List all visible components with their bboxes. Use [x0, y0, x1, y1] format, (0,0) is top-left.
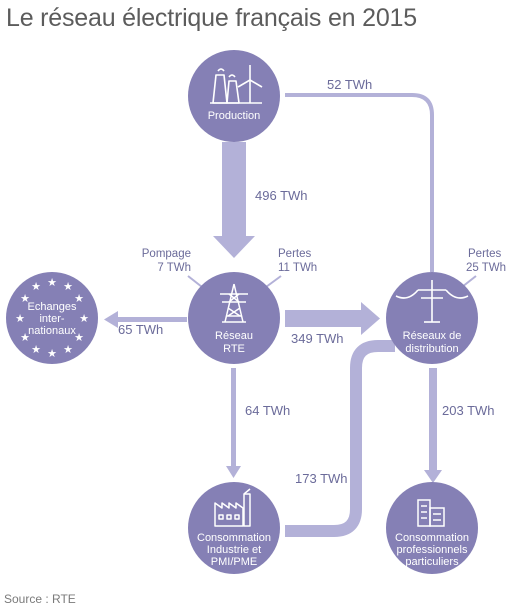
flow-rte-to-echanges	[104, 311, 187, 328]
svg-text:★: ★	[74, 293, 84, 305]
factory-icon	[214, 488, 251, 527]
node-echanges: ★ ★ ★ ★ ★ ★ ★ ★ ★ ★ ★ ★ Echanges inter- …	[6, 272, 98, 364]
flow-rte-to-industrie	[226, 368, 241, 478]
node-distribution-label-1: Réseaux de	[403, 330, 462, 342]
pylon-icon	[220, 283, 248, 323]
node-production: Production	[188, 50, 280, 142]
flow-label-production-rte: 496 TWh	[255, 188, 308, 203]
pertes-distribution-marker: Pertes 25 TWh	[461, 248, 506, 288]
node-echanges-label-2: inter-	[39, 313, 64, 325]
svg-text:★: ★	[47, 277, 57, 289]
pompage-value: 7 TWh	[157, 262, 191, 274]
node-industrie-label-3: PMI/PME	[211, 556, 257, 568]
flow-production-to-distribution	[285, 93, 434, 272]
pertes-rte-value: 11 TWh	[278, 262, 317, 274]
svg-text:★: ★	[63, 281, 73, 293]
node-industrie-label-2: Industrie et	[207, 544, 261, 556]
node-particuliers-label-1: Consommation	[395, 532, 469, 544]
flow-label-rte-echanges: 65 TWh	[118, 322, 163, 337]
node-reseau-rte: Réseau RTE	[188, 272, 280, 364]
page-title: Le réseau électrique français en 2015	[6, 4, 417, 32]
utility-pole-icon	[395, 280, 469, 323]
node-echanges-label-1: Echanges	[28, 301, 77, 313]
node-particuliers: Consommation professionnels particuliers	[386, 482, 478, 574]
node-industrie-label-1: Consommation	[197, 532, 271, 544]
svg-text:★: ★	[79, 313, 89, 325]
node-distribution-label-2: distribution	[405, 343, 458, 355]
svg-text:★: ★	[20, 332, 30, 344]
flow-label-rte-distribution: 349 TWh	[291, 331, 344, 346]
buildings-icon	[417, 499, 445, 527]
node-distribution: Réseaux de distribution	[386, 272, 478, 364]
pertes-distribution-label: Pertes	[468, 248, 501, 260]
node-industrie: Consommation Industrie et PMI/PME	[188, 482, 280, 574]
svg-text:★: ★	[31, 344, 41, 356]
flow-distribution-to-industrie	[285, 340, 395, 537]
power-plant-wind-icon	[210, 65, 263, 104]
flow-production-to-rte	[213, 142, 255, 258]
svg-text:★: ★	[15, 313, 25, 325]
flow-distribution-to-particuliers	[424, 368, 442, 483]
svg-text:★: ★	[31, 281, 41, 293]
flow-label-production-distribution: 52 TWh	[327, 77, 372, 92]
flow-label-distribution-particuliers: 203 TWh	[442, 403, 495, 418]
pertes-rte-label: Pertes	[278, 248, 311, 260]
flow-label-distribution-industrie: 173 TWh	[295, 471, 348, 486]
node-particuliers-label-2: professionnels	[397, 544, 468, 556]
flow-label-rte-industrie: 64 TWh	[245, 403, 290, 418]
flow-rte-to-distribution	[285, 302, 380, 335]
eu-stars-icon: ★ ★ ★ ★ ★ ★ ★ ★ ★ ★ ★ ★	[15, 277, 89, 360]
node-reseau-rte-label-1: Réseau	[215, 330, 253, 342]
svg-text:★: ★	[63, 344, 73, 356]
source-credit: Source : RTE	[4, 592, 76, 606]
pertes-rte-marker: Pertes 11 TWh	[265, 248, 317, 288]
pertes-distribution-value: 25 TWh	[466, 262, 506, 274]
svg-text:★: ★	[74, 332, 84, 344]
node-production-label: Production	[208, 110, 261, 122]
pompage-label: Pompage	[142, 248, 191, 260]
pompage-marker: Pompage 7 TWh	[142, 248, 203, 288]
node-particuliers-label-3: particuliers	[405, 556, 459, 568]
svg-text:★: ★	[47, 348, 57, 360]
svg-text:★: ★	[20, 293, 30, 305]
node-reseau-rte-label-2: RTE	[223, 343, 245, 355]
node-echanges-label-3: nationaux	[28, 325, 76, 337]
